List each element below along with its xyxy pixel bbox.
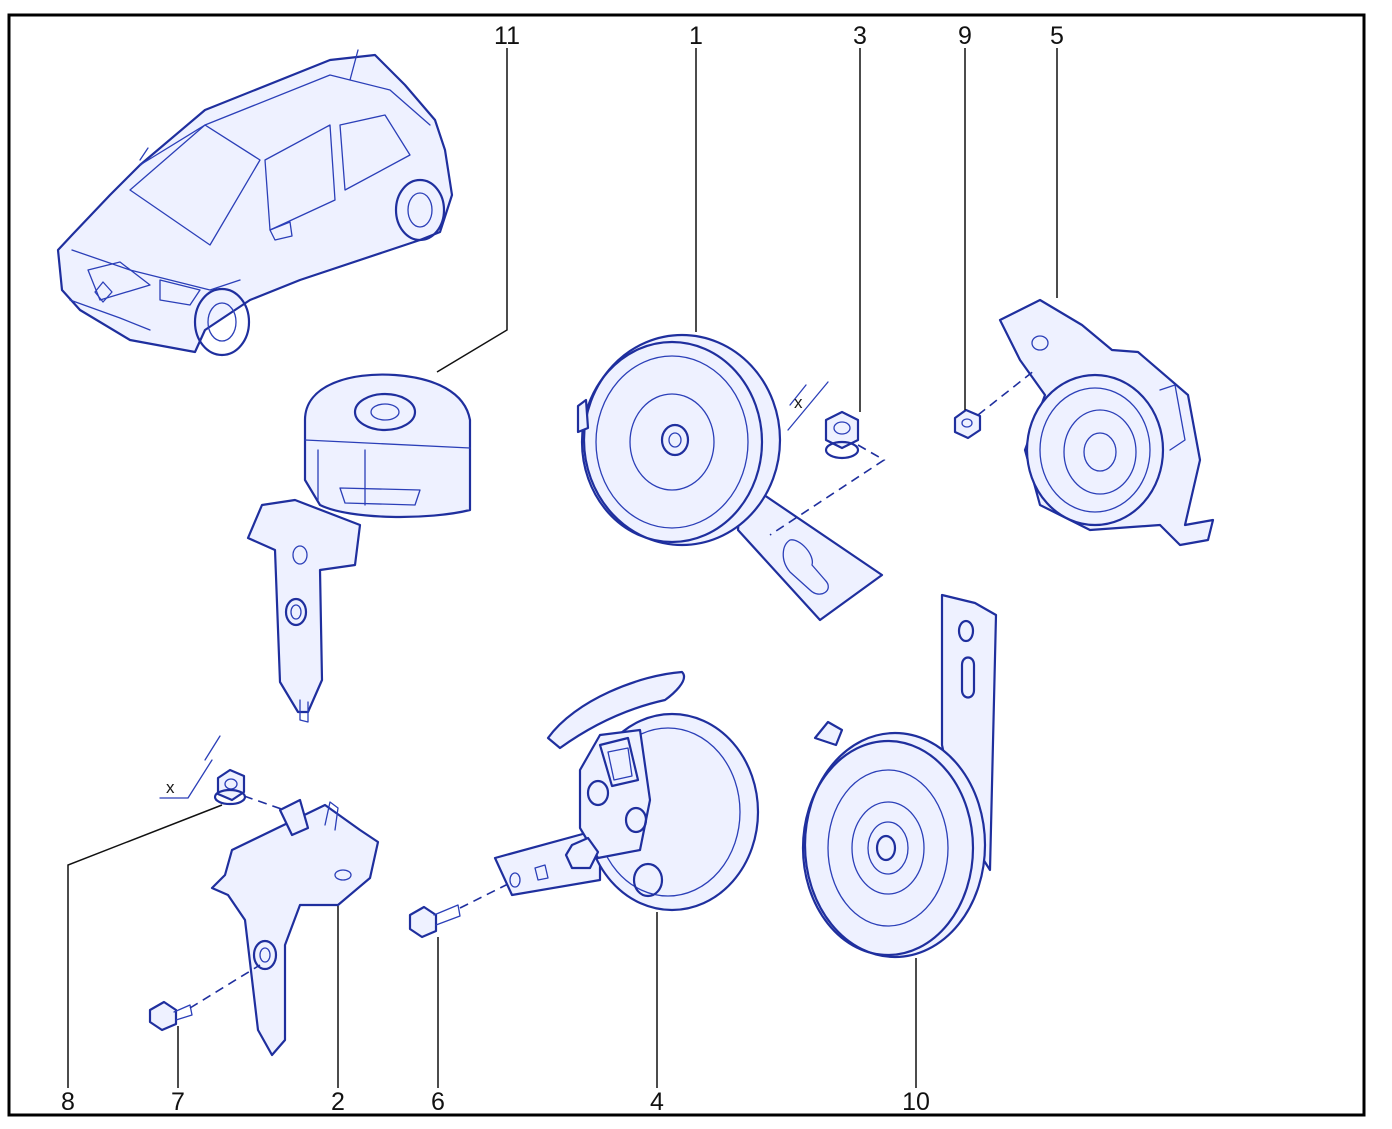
leader-lines xyxy=(67,48,1058,1088)
part-6-screw xyxy=(408,881,513,939)
part-7-screw xyxy=(148,964,261,1032)
vehicle-illustration xyxy=(56,49,454,357)
diagram-frame xyxy=(7,13,1366,1117)
part-8-nut: x xyxy=(159,735,291,813)
part-2-bracket xyxy=(210,798,380,1057)
callout-5: 5 xyxy=(1050,22,1064,50)
part-5-compact-horn xyxy=(998,298,1215,547)
callout-8: 8 xyxy=(61,1088,75,1116)
part-10-disc-horn-strap xyxy=(801,593,998,959)
callout-4: 4 xyxy=(650,1088,664,1116)
part-1-disc-horn: x xyxy=(576,333,884,622)
part-11-horn-bracket xyxy=(246,373,472,723)
callout-3: 3 xyxy=(853,22,867,50)
part-3-nut xyxy=(769,410,886,536)
part-4-snail-horn xyxy=(493,670,760,912)
callout-1: 1 xyxy=(689,22,703,50)
dimension-label-x-top: x xyxy=(794,393,803,412)
part-9-nut xyxy=(953,369,1036,440)
callout-2: 2 xyxy=(331,1088,345,1116)
callout-6: 6 xyxy=(431,1088,445,1116)
callout-9: 9 xyxy=(958,22,972,50)
dimension-label-x-bottom: x xyxy=(166,778,175,797)
callout-labels: 11 1 3 9 5 8 7 2 6 4 10 xyxy=(61,22,1064,1116)
callout-10: 10 xyxy=(902,1088,930,1116)
callout-11: 11 xyxy=(494,22,520,50)
callout-7: 7 xyxy=(171,1088,185,1116)
